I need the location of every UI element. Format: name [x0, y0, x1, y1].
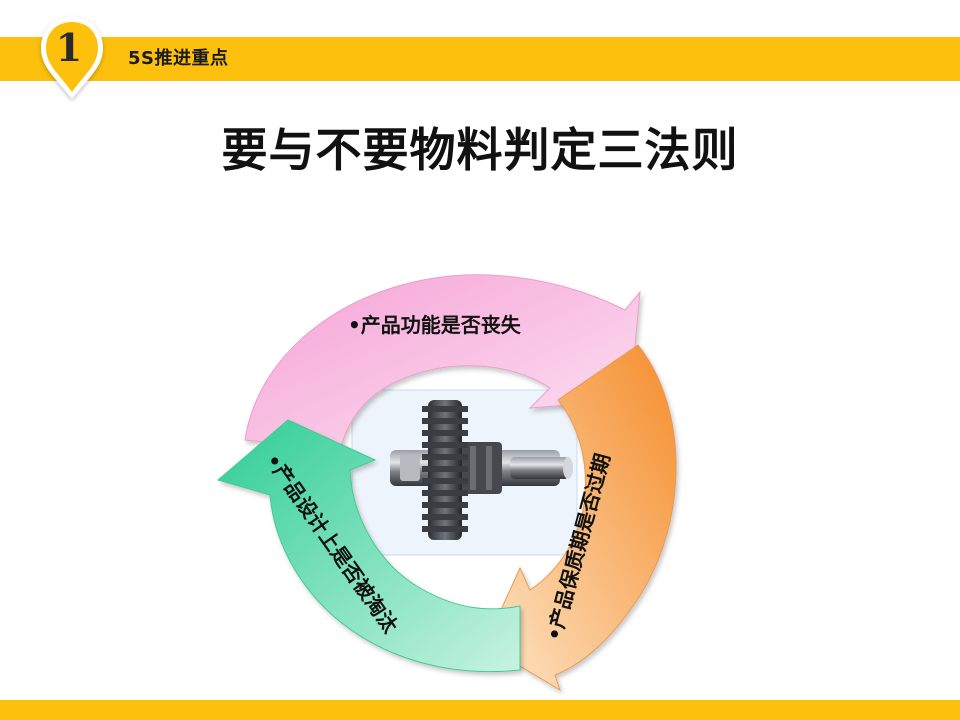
section-number-badge — [41, 17, 103, 99]
three-rule-cycle-diagram: •产品功能是否丧失 •产品保质期是否过期 •产品设计上是否被淘汰 — [216, 274, 677, 692]
cycle-arrow-pink — [244, 274, 641, 451]
gear-shaft-image — [390, 400, 573, 540]
cycle-arrow-orange — [484, 344, 677, 692]
cycle-arrow-green — [216, 419, 521, 673]
rule-label-function: •产品功能是否丧失 — [348, 313, 522, 337]
section-number: 1 — [55, 25, 83, 70]
footer-band — [0, 700, 960, 720]
page-title: 要与不要物料判定三法则 — [221, 123, 739, 177]
header-band — [0, 37, 960, 81]
section-title: 5S推进重点 — [128, 48, 229, 69]
